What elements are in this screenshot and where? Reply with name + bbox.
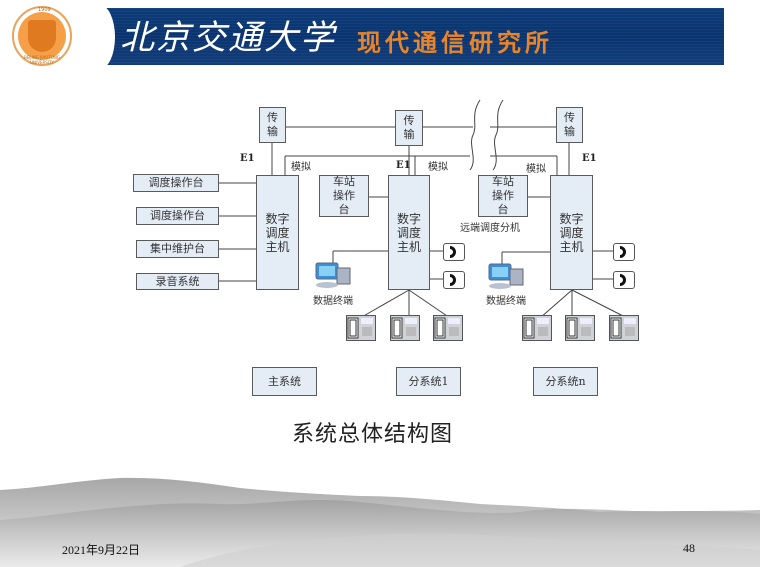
transport-label: 传输 <box>564 111 575 138</box>
console-box: 调度操作台 <box>133 174 219 192</box>
maintenance-console-box: 集中维护台 <box>136 240 219 258</box>
handset-icon <box>613 243 635 261</box>
analog-label-sub1: 模拟 <box>428 162 448 173</box>
recording-system-box: 录音系统 <box>136 273 219 290</box>
remote-extension-label: 远端调度分机 <box>460 223 520 234</box>
mountain-landscape-image <box>0 477 760 567</box>
telephone-icon <box>433 315 463 341</box>
subsystem-main: 主系统 <box>252 367 317 396</box>
e1-label-sub1: E1 <box>396 160 411 171</box>
digital-host-label: 数字调度主机 <box>559 211 584 254</box>
break-mark <box>492 99 504 171</box>
telephone-icon <box>390 315 420 341</box>
transport-box-main: 传输 <box>259 107 286 143</box>
telephone-icon <box>522 315 552 341</box>
university-logo: 1909 BEIJING JIAOTONG UNIVERSITY <box>12 6 72 66</box>
transport-box-subn: 传输 <box>556 107 583 143</box>
console-label: 调度操作台 <box>148 176 204 189</box>
logo-text: BEIJING JIAOTONG UNIVERSITY <box>23 55 61 65</box>
telephone-icon <box>609 315 639 341</box>
console-label: 录音系统 <box>155 274 200 288</box>
computer-icon <box>486 261 526 291</box>
digital-host-label: 数字调度主机 <box>265 211 290 254</box>
station-console-sub1: 车站操作台 <box>319 175 369 217</box>
handset-icon <box>613 271 635 289</box>
banner-curve <box>85 5 115 69</box>
e1-label-main: E1 <box>240 153 255 164</box>
page-number: 48 <box>683 541 695 555</box>
link-line <box>571 289 628 319</box>
university-name: 北京交通大学 <box>120 18 336 58</box>
e1-label-subn: E1 <box>582 153 597 164</box>
analog-label-subn: 模拟 <box>526 164 546 175</box>
digital-host-sub1: 数字调度主机 <box>388 175 430 290</box>
diagram-caption: 系统总体结构图 <box>292 422 454 447</box>
station-console-label: 车站操作台 <box>492 175 514 216</box>
console-box: 调度操作台 <box>136 207 219 225</box>
diagram-lines <box>219 99 628 319</box>
logo-shield-icon <box>28 20 56 52</box>
data-terminal-label: 数据终端 <box>486 296 526 307</box>
link-line <box>408 289 451 319</box>
subsystem-label: 分系统1 <box>408 374 449 388</box>
station-console-label: 车站操作台 <box>333 175 355 216</box>
telephone-icon <box>565 315 595 341</box>
handset-icon <box>443 271 465 289</box>
logo-year: 1909 <box>38 7 51 13</box>
digital-host-label: 数字调度主机 <box>396 211 421 254</box>
digital-host-subn: 数字调度主机 <box>550 175 593 290</box>
transport-box-sub1: 传输 <box>395 110 423 146</box>
header-banner <box>95 8 724 65</box>
banner-texture <box>95 8 724 65</box>
link-line <box>539 289 573 319</box>
telephone-icon <box>346 315 376 341</box>
handset-icon <box>443 243 465 261</box>
station-console-subn: 车站操作台 <box>478 175 528 217</box>
link-line <box>359 289 410 319</box>
transport-label: 传输 <box>267 111 278 138</box>
data-terminal-label: 数据终端 <box>313 296 353 307</box>
subsystem-1: 分系统1 <box>396 367 461 396</box>
institute-name: 现代通信研究所 <box>357 28 553 57</box>
break-mark <box>469 99 481 171</box>
console-label: 集中维护台 <box>150 242 205 255</box>
digital-host-main: 数字调度主机 <box>256 175 299 290</box>
subsystem-label: 分系统n <box>545 374 586 388</box>
footer-date: 2021年9月22日 <box>62 543 141 557</box>
computer-icon <box>313 260 353 290</box>
subsystem-label: 主系统 <box>268 374 301 388</box>
subsystem-n: 分系统n <box>533 367 598 396</box>
console-label: 调度操作台 <box>150 209 205 222</box>
transport-label: 传输 <box>403 114 415 141</box>
analog-label-main: 模拟 <box>291 162 311 173</box>
